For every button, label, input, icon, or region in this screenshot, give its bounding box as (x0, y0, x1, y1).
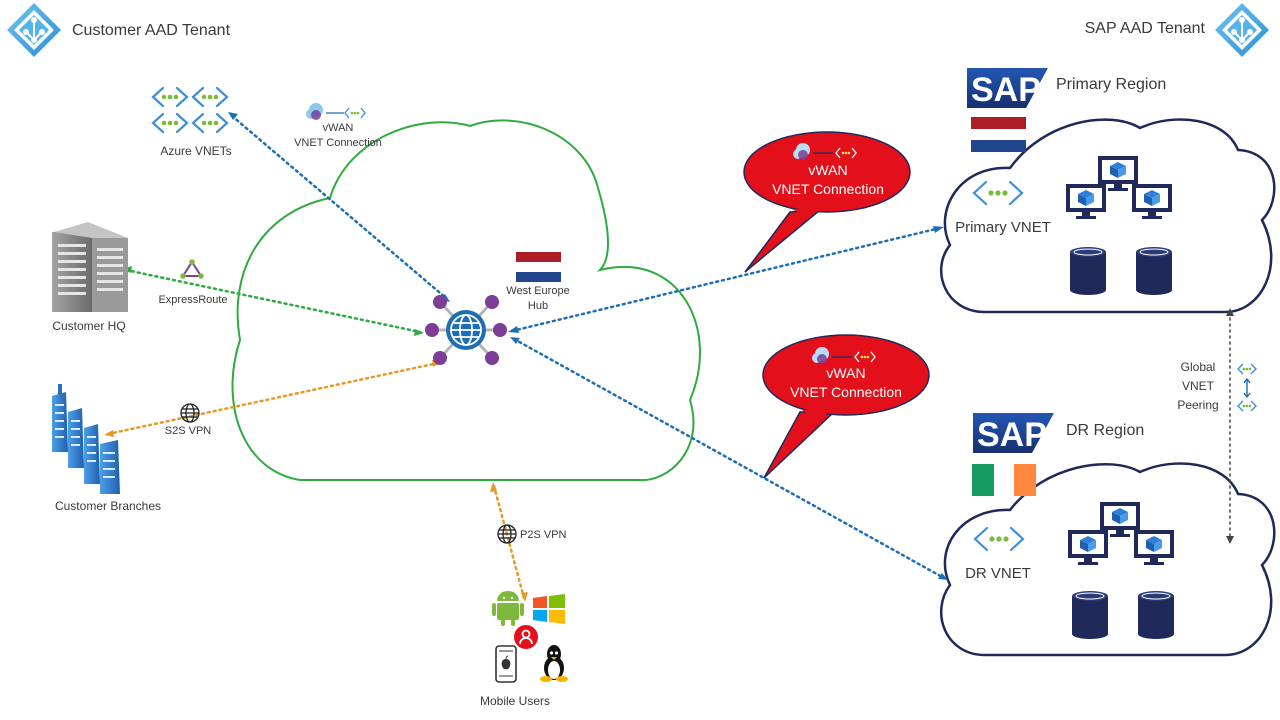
customer-branches-icon (52, 384, 120, 494)
linux-icon (540, 645, 568, 682)
connection-lines (106, 114, 1231, 600)
dr-vnet-label: DR VNET (965, 565, 1031, 582)
expressroute-icon (180, 259, 204, 279)
customer-hq-icon (52, 222, 128, 312)
p2s-label: P2S VPN (520, 529, 567, 541)
link-hub-dr (512, 337, 946, 580)
svg-text:SAP: SAP (971, 71, 1041, 109)
mobile-users-label: Mobile Users (480, 694, 550, 708)
vwan-hub-icon (425, 295, 507, 365)
customer-branches-label: Customer Branches (55, 499, 161, 513)
callout-top-line1: vWAN (808, 162, 847, 178)
p2s-globe-icon (497, 524, 517, 544)
customer-hq-label: Customer HQ (52, 319, 125, 333)
sap-aad-icon (1215, 3, 1269, 57)
vwan-connection-small-icon (306, 103, 366, 120)
mobile-phone-icon (495, 645, 517, 683)
link-vnets-hub (230, 114, 448, 300)
callout-top: vWAN VNET Connection (743, 131, 911, 273)
callout-top-line2: VNET Connection (772, 181, 884, 197)
link-branches-hub (106, 361, 440, 436)
sap-logo-dr: SAP (973, 413, 1054, 454)
s2s-label: S2S VPN (165, 425, 212, 437)
customer-tenant-label: Customer AAD Tenant (72, 22, 231, 39)
link-hub-primary (510, 226, 942, 333)
sap-tenant-label: SAP AAD Tenant (1085, 20, 1206, 37)
primary-vnet-icon (972, 180, 1024, 206)
netherlands-flag-primary (971, 117, 1026, 152)
vnet-peering-icon (1237, 363, 1257, 412)
dr-region-cloud (939, 462, 1276, 657)
peering-label-2: VNET (1182, 379, 1215, 393)
primary-region-label: Primary Region (1056, 76, 1166, 93)
dr-vnet-icon (973, 526, 1025, 552)
dr-database-icons (1072, 591, 1174, 639)
dr-vm-cluster-icon (1068, 502, 1174, 565)
azure-vnets-label: Azure VNETs (160, 144, 231, 158)
azure-vnets-icon (151, 86, 229, 134)
android-icon (492, 591, 524, 626)
callout-bottom-line2: VNET Connection (790, 384, 902, 400)
windows-icon (533, 594, 565, 624)
customer-aad-icon (7, 3, 61, 57)
callout-bottom-line1: vWAN (826, 365, 865, 381)
callout-bottom: vWAN VNET Connection (762, 334, 930, 479)
netherlands-flag-hub (516, 252, 561, 282)
vwan-cloud (231, 119, 701, 482)
sap-logo-primary: SAP (967, 68, 1048, 109)
ireland-flag-dr (972, 464, 1036, 496)
primary-database-icons (1070, 247, 1172, 295)
peering-label-3: Peering (1177, 398, 1218, 412)
hub-label-2: Hub (528, 300, 548, 312)
vwan-small-label-1: vWAN (323, 122, 354, 134)
primary-vnet-label: Primary VNET (955, 219, 1051, 236)
expressroute-label: ExpressRoute (158, 294, 227, 306)
primary-vm-cluster-icon (1066, 156, 1172, 219)
link-hq-hub (124, 268, 422, 334)
vwan-small-label-2: VNET Connection (294, 137, 382, 149)
svg-text:SAP: SAP (977, 416, 1047, 454)
s2s-globe-icon (180, 403, 200, 423)
hub-label-1: West Europe (506, 285, 569, 297)
link-hub-mobile (492, 484, 526, 600)
user-badge-icon (514, 625, 538, 649)
primary-region-cloud (939, 118, 1276, 314)
dr-region-label: DR Region (1066, 422, 1144, 439)
peering-label-1: Global (1181, 360, 1216, 374)
